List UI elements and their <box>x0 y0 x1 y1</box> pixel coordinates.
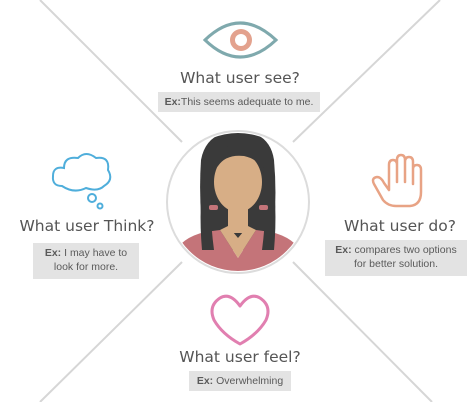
feel-example-label: Ex: <box>196 375 214 387</box>
heart-icon <box>210 294 270 346</box>
divider-line-bottom-right <box>292 261 433 402</box>
eye-icon <box>202 21 279 59</box>
feel-heading: What user feel? <box>179 348 301 366</box>
woman-avatar-icon <box>166 130 310 274</box>
see-example-box: Ex:This seems adequate to me. <box>158 92 320 112</box>
thought-cloud-icon <box>51 153 112 210</box>
do-example-line1: compares two options <box>351 244 457 256</box>
feel-example-box: Ex: Overwhelming <box>189 371 291 391</box>
see-heading: What user see? <box>180 69 300 87</box>
do-example-label: Ex: <box>335 244 352 256</box>
divider-line-top-right <box>292 0 441 143</box>
see-example-label: Ex: <box>164 96 181 108</box>
divider-line-top-left <box>39 0 183 143</box>
feel-example-text: Overwhelming <box>213 375 284 387</box>
think-example-label: Ex: <box>44 247 62 259</box>
think-heading: What user Think? <box>19 217 155 235</box>
do-example-box: Ex: compares two options for better solu… <box>325 240 467 276</box>
do-heading: What user do? <box>344 217 456 235</box>
think-example-line1: I may have to <box>61 247 128 259</box>
hand-icon <box>371 153 423 208</box>
think-example-line2: look for more. <box>53 260 119 273</box>
think-example-box: Ex: I may have to look for more. <box>33 243 139 279</box>
divider-line-bottom-left <box>39 261 183 402</box>
do-example-line2: for better solution. <box>353 257 439 270</box>
see-example-text: This seems adequate to me. <box>180 96 314 108</box>
